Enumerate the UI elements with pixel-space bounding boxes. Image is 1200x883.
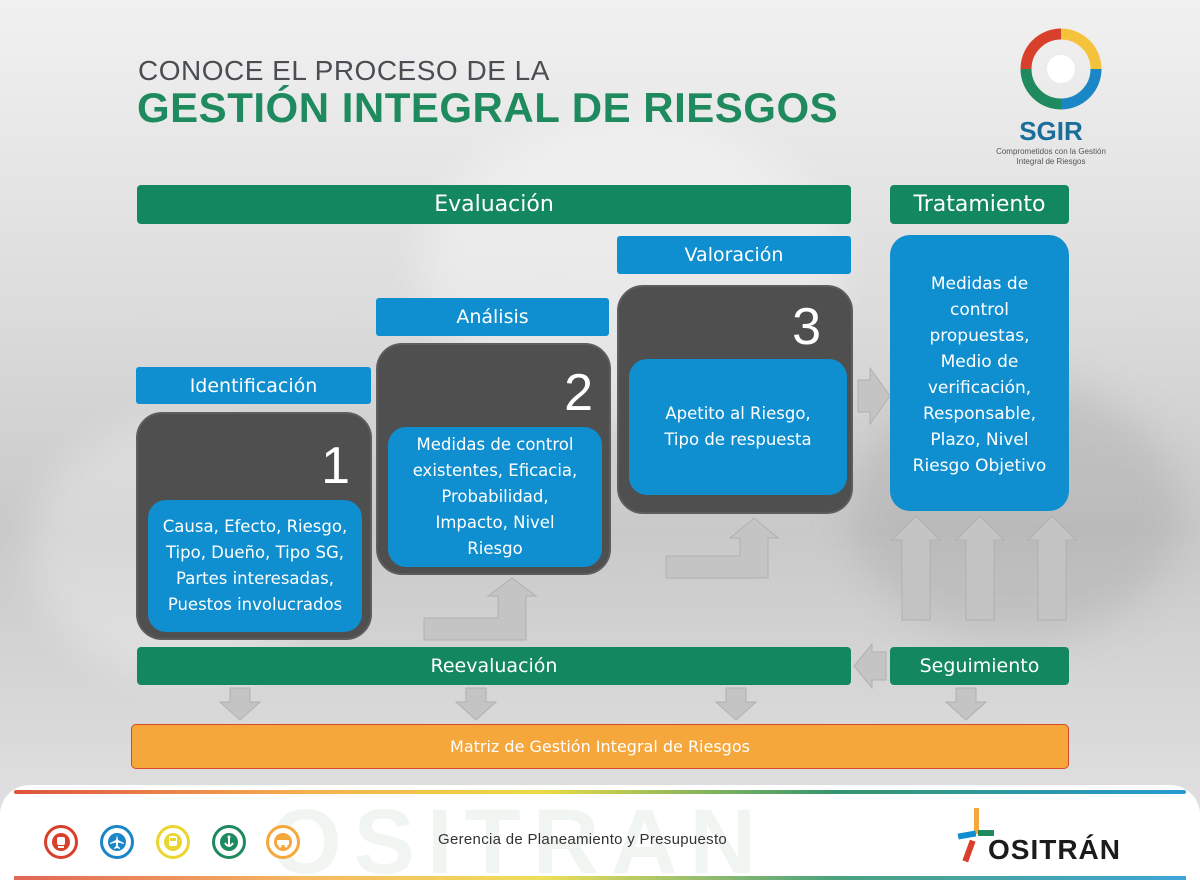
step-1-number: 1 xyxy=(321,437,350,495)
down-arrow-icon xyxy=(714,687,758,721)
step-2-line: Impacto, Nivel xyxy=(435,513,555,532)
tratamiento-line: verificación, xyxy=(927,378,1032,398)
tratamiento-line: propuestas, xyxy=(929,326,1030,346)
valoracion-bar: Valoración xyxy=(617,236,851,274)
page-title: GESTIÓN INTEGRAL DE RIESGOS xyxy=(137,84,839,131)
elbow-arrow-icon xyxy=(423,577,538,641)
step-1-detail: Causa, Efecto, Riesgo, Tipo, Dueño, Tipo… xyxy=(148,500,362,632)
sgir-logo: SGIR Comprometidos con la Gestión Integr… xyxy=(996,28,1116,166)
up-arrow-icon xyxy=(954,515,1006,621)
up-arrow-icon xyxy=(890,515,942,621)
footer-stripe-bottom xyxy=(14,876,1186,880)
step-2-number: 2 xyxy=(564,364,593,422)
title-line1: CONOCE EL PROCESO DE LA xyxy=(138,55,550,86)
tratamiento-line: Riesgo Objetivo xyxy=(912,456,1047,476)
elbow-arrow-icon xyxy=(665,517,780,579)
tratamiento-line: Medidas de xyxy=(930,274,1029,294)
seguimiento-bar: Seguimiento xyxy=(890,647,1069,685)
step-2-detail: Medidas de control existentes, Eficacia,… xyxy=(388,427,602,567)
right-arrow-icon xyxy=(857,366,891,426)
step-2-line: Probabilidad, xyxy=(441,487,549,506)
step-3-line: Apetito al Riesgo, xyxy=(665,404,811,423)
step-2-line: Riesgo xyxy=(467,539,523,558)
step-1-line: Partes interesadas, xyxy=(176,569,334,588)
left-arrow-icon xyxy=(853,642,887,690)
step-2-line: existentes, Eficacia, xyxy=(412,461,578,480)
reevaluacion-bar: Reevaluación xyxy=(137,647,851,685)
logo-name: SGIR xyxy=(1019,116,1083,146)
step-2-line: Medidas de control xyxy=(416,435,574,454)
tratamiento-line: Medio de xyxy=(940,352,1019,372)
port-icon xyxy=(212,825,246,859)
step-3-card: 3 Apetito al Riesgo, Tipo de respuesta xyxy=(617,285,853,514)
airplane-icon xyxy=(100,825,134,859)
down-arrow-icon xyxy=(218,687,262,721)
tratamiento-detail: Medidas de control propuestas, Medio de … xyxy=(890,235,1069,511)
ositran-logo-text: OSITRÁN xyxy=(988,834,1121,865)
down-arrow-icon xyxy=(454,687,498,721)
department-name: Gerencia de Planeamiento y Presupuesto xyxy=(438,831,728,848)
tratamiento-line: Responsable, xyxy=(923,404,1036,424)
down-arrow-icon xyxy=(944,687,988,721)
step-3-number: 3 xyxy=(792,298,821,356)
train-icon xyxy=(156,825,190,859)
tratamiento-line: Plazo, Nivel xyxy=(930,430,1029,450)
evaluacion-bar: Evaluación xyxy=(137,185,851,224)
tratamiento-bar: Tratamiento xyxy=(890,185,1069,224)
ositran-star-icon xyxy=(957,808,994,863)
analisis-bar: Análisis xyxy=(376,298,609,336)
step-2-card: 2 Medidas de control existentes, Eficaci… xyxy=(376,343,611,575)
step-1-line: Causa, Efecto, Riesgo, xyxy=(162,517,348,536)
footer-stripe xyxy=(14,790,1186,794)
step-1-line: Tipo, Dueño, Tipo SG, xyxy=(165,543,345,562)
sgir-ring-icon xyxy=(1020,28,1102,110)
watermark: OSITRAN xyxy=(270,791,768,883)
footer xyxy=(0,785,1200,883)
metro-icon xyxy=(44,825,78,859)
tratamiento-line: control xyxy=(950,300,1009,320)
step-3-detail: Apetito al Riesgo, Tipo de respuesta xyxy=(629,359,847,495)
step-1-card: 1 Causa, Efecto, Riesgo, Tipo, Dueño, Ti… xyxy=(136,412,372,640)
identificacion-bar: Identificación xyxy=(136,367,371,404)
matriz-bar: Matriz de Gestión Integral de Riesgos xyxy=(131,724,1069,769)
step-3-line: Tipo de respuesta xyxy=(664,430,812,449)
logo-tagline-2: Integral de Riesgos xyxy=(1016,157,1086,166)
step-1-line: Puestos involucrados xyxy=(167,595,343,614)
up-arrow-icon xyxy=(1026,515,1078,621)
logo-tagline-1: Comprometidos con la Gestión xyxy=(996,147,1106,156)
road-icon xyxy=(266,825,300,859)
